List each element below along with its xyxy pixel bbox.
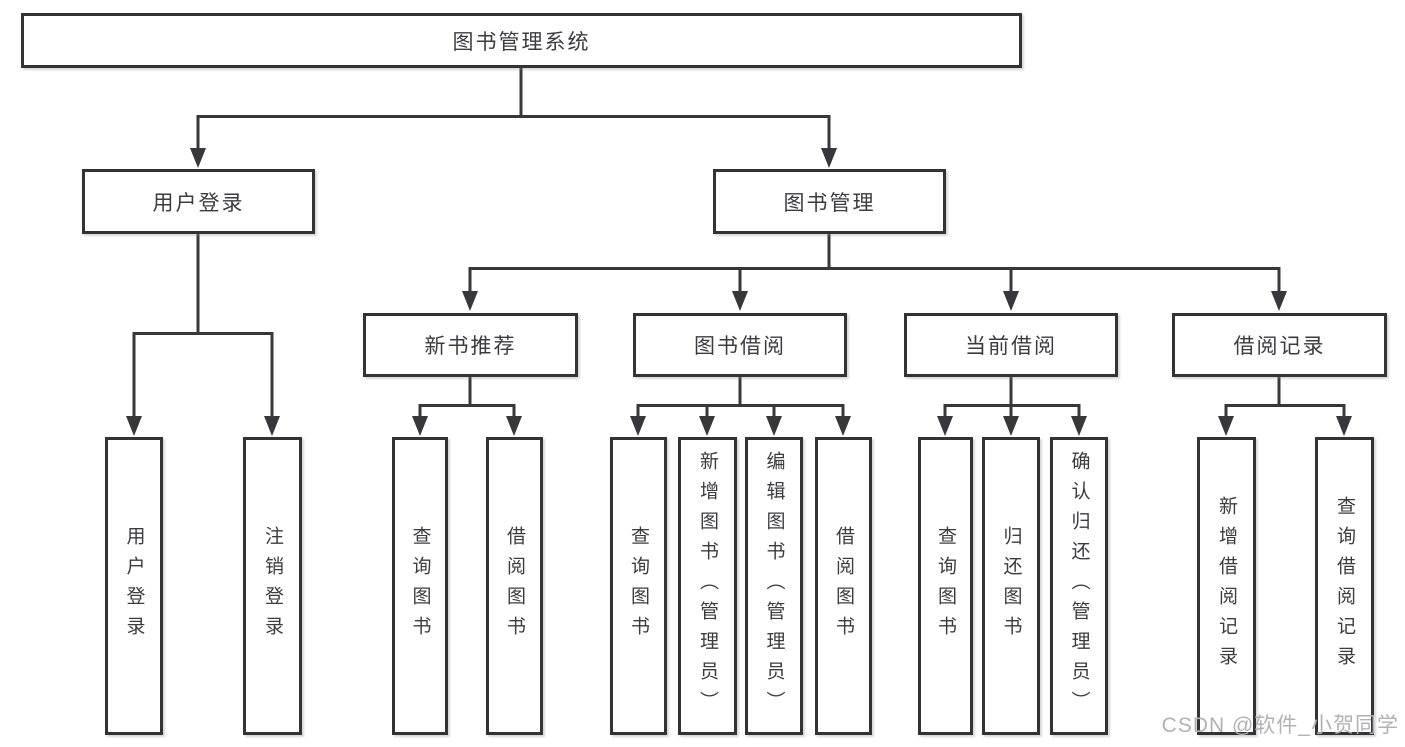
node-logout-action: 注销登录 — [243, 437, 302, 735]
node-book-management-label: 图书管理 — [783, 191, 876, 215]
node-login-action: 用户登录 — [105, 437, 163, 735]
node-cb-query-books: 查询图书 — [918, 437, 973, 735]
node-br-add-record: 新增借阅记录 — [1197, 437, 1256, 735]
node-nb-query-books-label: 查询图书 — [409, 526, 431, 646]
node-br-query-record: 查询借阅记录 — [1315, 437, 1374, 735]
watermark: CSDN @软件_小贺同学 — [1161, 714, 1399, 737]
node-br-query-record-label: 查询借阅记录 — [1334, 496, 1355, 676]
node-root-label: 图书管理系统 — [452, 30, 591, 54]
node-cb-confirm-return-admin: 确认归还（管理员） — [1050, 437, 1108, 735]
node-logout-action-label: 注销登录 — [262, 526, 283, 646]
node-borrow-records-label: 借阅记录 — [1233, 335, 1326, 358]
node-root: 图书管理系统 — [21, 13, 1022, 68]
node-cb-return-books-label: 归还图书 — [1000, 526, 1022, 646]
node-bb-query-books-label: 查询图书 — [628, 526, 649, 646]
node-br-add-record-label: 新增借阅记录 — [1216, 496, 1237, 676]
node-bb-edit-books-admin: 编辑图书（管理员） — [745, 437, 803, 735]
node-bb-add-books-admin-label: 新增图书（管理员） — [697, 451, 718, 721]
node-new-book-recommend-label: 新书推荐 — [424, 335, 517, 358]
node-nb-borrow-books: 借阅图书 — [486, 437, 543, 735]
node-user-login-label: 用户登录 — [152, 191, 245, 215]
node-login-action-label: 用户登录 — [123, 526, 145, 646]
node-book-borrowing-label: 图书借阅 — [694, 335, 786, 358]
node-bb-edit-books-admin-label: 编辑图书（管理员） — [763, 451, 785, 721]
node-cb-return-books: 归还图书 — [982, 437, 1040, 735]
node-bb-borrow-books: 借阅图书 — [815, 437, 872, 735]
node-user-login: 用户登录 — [82, 169, 315, 234]
node-cb-confirm-return-admin-label: 确认归还（管理员） — [1068, 451, 1090, 721]
node-book-management: 图书管理 — [713, 169, 946, 234]
node-bb-borrow-books-label: 借阅图书 — [833, 526, 854, 646]
node-current-borrowing-label: 当前借阅 — [965, 335, 1057, 358]
connector-lines — [132, 66, 1346, 418]
node-new-book-recommend: 新书推荐 — [363, 313, 578, 377]
node-nb-borrow-books-label: 借阅图书 — [504, 526, 525, 646]
node-bb-add-books-admin: 新增图书（管理员） — [678, 437, 737, 735]
node-borrow-records: 借阅记录 — [1172, 313, 1387, 377]
node-bb-query-books: 查询图书 — [610, 437, 667, 735]
node-nb-query-books: 查询图书 — [392, 437, 448, 735]
arrowheads — [126, 148, 1352, 436]
node-current-borrowing: 当前借阅 — [904, 313, 1118, 377]
node-book-borrowing: 图书借阅 — [633, 313, 847, 377]
node-cb-query-books-label: 查询图书 — [935, 526, 956, 646]
